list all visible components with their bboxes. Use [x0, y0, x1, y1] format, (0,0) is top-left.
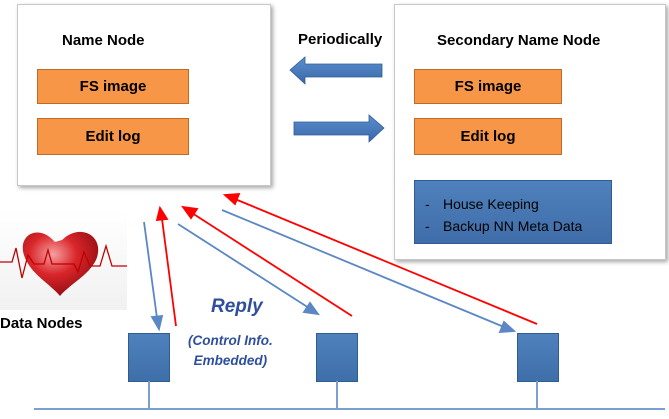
- secondary-name-node-title: Secondary Name Node: [437, 32, 601, 49]
- heart-ekg-icon: [0, 210, 127, 310]
- meta-item-house-keeping: - House Keeping: [425, 193, 611, 215]
- block-arrow-left: [289, 56, 383, 85]
- name-node-title: Name Node: [62, 32, 145, 49]
- blue-arrow-1: [143, 221, 164, 332]
- meta-item-label: House Keeping: [443, 196, 539, 212]
- data-node-2: [316, 333, 358, 382]
- block-arrow-right: [293, 114, 385, 143]
- meta-item-label: Backup NN Meta Data: [443, 218, 583, 234]
- meta-item-dash: -: [425, 218, 430, 234]
- red-arrow-2: [181, 205, 353, 317]
- blue-arrow-2: [177, 223, 320, 316]
- periodically-label: Periodically: [298, 31, 383, 48]
- reply-subtitle-line-1: (Control Info.: [188, 333, 273, 348]
- reply-subtitle: (Control Info. Embedded): [188, 331, 273, 371]
- secondary-meta-box: - House Keeping - Backup NN Meta Data: [414, 180, 612, 244]
- name-node-fs-image: FS image: [37, 69, 189, 104]
- secondary-edit-log: Edit log: [414, 118, 562, 155]
- data-node-1: [128, 333, 170, 382]
- meta-item-backup: - Backup NN Meta Data: [425, 215, 611, 237]
- name-node-edit-log: Edit log: [37, 118, 189, 155]
- blue-arrow-3: [221, 209, 517, 334]
- data-nodes-label: Data Nodes: [0, 315, 83, 332]
- red-arrow-3: [222, 192, 538, 325]
- meta-item-dash: -: [425, 196, 430, 212]
- red-arrow-1: [155, 205, 177, 327]
- secondary-fs-image: FS image: [414, 69, 562, 104]
- data-node-3: [517, 333, 559, 382]
- reply-label: Reply: [211, 296, 263, 317]
- reply-subtitle-line-2: Embedded): [193, 353, 268, 368]
